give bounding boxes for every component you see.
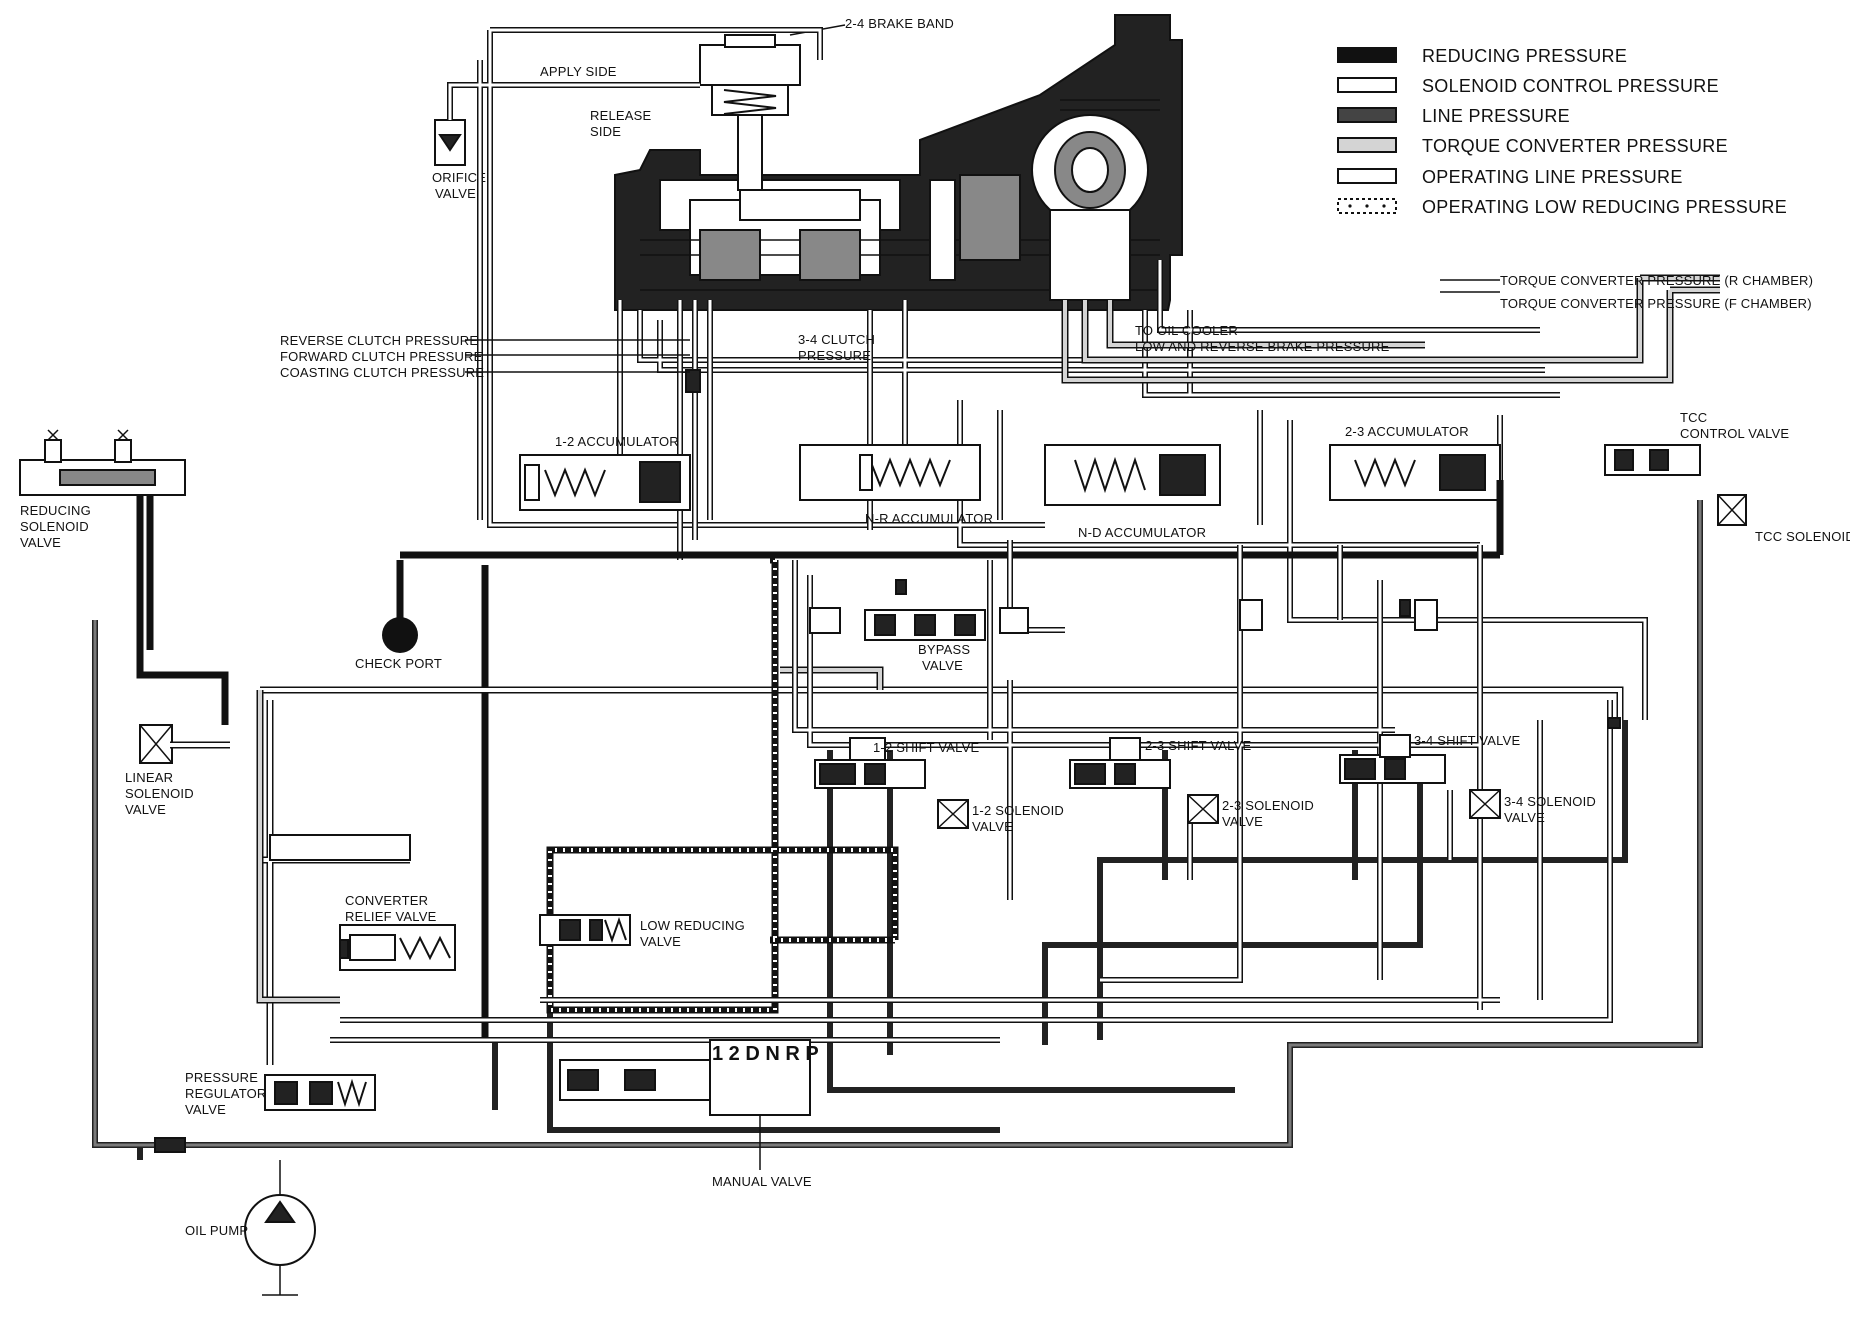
label-oil-cooler: TO OIL COOLER: [1135, 323, 1238, 338]
tcc-solenoid-valve: [1717, 494, 1747, 526]
tcc-control-valve: [1604, 444, 1701, 476]
legend-swatch-reducing: [1337, 47, 1397, 63]
legend-swatch-torque: [1337, 137, 1397, 153]
reducing-solenoid-valve: [19, 429, 186, 496]
label-tcc-solenoid: TCC SOLENOID VALVE: [1755, 529, 1850, 544]
bypass-valve: [809, 607, 1029, 641]
label-apply-side: APPLY SIDE: [540, 64, 617, 79]
label-bypass-1: BYPASS: [918, 642, 970, 657]
label-low-reverse: LOW AND REVERSE BRAKE PRESSURE: [1135, 339, 1390, 354]
label-release-side-1: RELEASE: [590, 108, 652, 123]
label-bypass-2: VALVE: [922, 658, 963, 673]
label-converter-1: CONVERTER: [345, 893, 428, 908]
label-converter-2: RELIEF VALVE: [345, 909, 437, 924]
label-pressure-reg-2: REGULATOR: [185, 1086, 267, 1101]
legend: REDUCING PRESSURE SOLENOID CONTROL PRESS…: [1337, 46, 1787, 217]
accumulator-nr: [799, 444, 981, 501]
label-reverse-clutch: REVERSE CLUTCH PRESSURE: [280, 333, 478, 348]
label-tc-f: TORQUE CONVERTER PRESSURE (F CHAMBER): [1500, 296, 1812, 311]
legend-label-torque: TORQUE CONVERTER PRESSURE: [1422, 136, 1728, 156]
legend-label-operating-low: OPERATING LOW REDUCING PRESSURE: [1422, 197, 1787, 217]
label-sol34-1: 3-4 SOLENOID: [1504, 794, 1596, 809]
torque-converter-lines: [1061, 274, 1720, 384]
label-acc12: 1-2 ACCUMULATOR: [555, 434, 679, 449]
label-orifice-1: ORIFICE: [432, 170, 486, 185]
label-acc-nr: N-R ACCUMULATOR: [865, 511, 993, 526]
label-release-side-2: SIDE: [590, 124, 621, 139]
label-check-port: CHECK PORT: [355, 656, 442, 671]
label-coasting-clutch: COASTING CLUTCH PRESSURE: [280, 365, 484, 380]
label-linear-1: LINEAR: [125, 770, 173, 785]
legend-swatch-solenoid: [1337, 77, 1397, 93]
label-linear-2: SOLENOID: [125, 786, 194, 801]
label-sol23-1: 2-3 SOLENOID: [1222, 798, 1314, 813]
label-low-reducing-2: VALVE: [640, 934, 681, 949]
low-reducing-valve: [539, 914, 631, 946]
legend-swatch-line: [1337, 107, 1397, 123]
label-shift34: 3-4 SHIFT VALVE: [1414, 733, 1520, 748]
legend-label-operating-line: OPERATING LINE PRESSURE: [1422, 167, 1683, 187]
label-low-reducing-1: LOW REDUCING: [640, 918, 745, 933]
shift-valve-23: [1069, 737, 1171, 789]
label-orifice-2: VALVE: [435, 186, 476, 201]
label-shift23: 2-3 SHIFT VALVE: [1145, 738, 1251, 753]
linear-solenoid-valve: [139, 724, 173, 764]
label-clutch34-1: 3-4 CLUTCH: [798, 332, 875, 347]
solenoid-valve-34: [1469, 789, 1501, 819]
shift-valve-34: [1339, 734, 1446, 784]
converter-relief-valve: [339, 924, 456, 971]
legend-label-solenoid: SOLENOID CONTROL PRESSURE: [1422, 76, 1719, 96]
clutch-pressure-lines: [677, 300, 873, 560]
label-manual-valve: MANUAL VALVE: [712, 1174, 812, 1189]
oil-pump: [244, 1160, 316, 1296]
transmission-housing: [614, 14, 1183, 311]
solenoid-control-lines: [170, 686, 1624, 1065]
manual-valve: [559, 1039, 811, 1170]
orifice-valve: [434, 119, 466, 166]
accumulator-nd: [1044, 444, 1221, 506]
label-tcc-control-2: CONTROL VALVE: [1680, 426, 1789, 441]
label-oil-pump: OIL PUMP: [185, 1223, 248, 1238]
legend-swatch-operating-line: [1337, 168, 1397, 184]
solenoid-valve-23: [1187, 794, 1219, 824]
label-clutch34-2: PRESSURE: [798, 348, 871, 363]
label-shift12: 1-2 SHIFT VALVE: [873, 740, 979, 755]
label-tc-r: TORQUE CONVERTER PRESSURE (R CHAMBER): [1500, 273, 1813, 288]
label-manual-positions: 1 2 D N R P: [712, 1043, 819, 1065]
label-sol12-2: VALVE: [972, 819, 1013, 834]
label-acc-nd: N-D ACCUMULATOR: [1078, 525, 1206, 540]
label-brake-band: 2-4 BRAKE BAND: [845, 16, 954, 31]
line-pressure-lines: [92, 500, 1703, 1160]
label-reducing-sol-1: REDUCING: [20, 503, 91, 518]
brake-band-servo: [699, 34, 801, 191]
reducing-pressure-lines: [136, 480, 1504, 1040]
legend-label-reducing: REDUCING PRESSURE: [1422, 46, 1627, 66]
legend-label-line: LINE PRESSURE: [1422, 106, 1570, 126]
label-sol12-1: 1-2 SOLENOID: [972, 803, 1064, 818]
operating-line-network: [447, 27, 1648, 720]
label-reducing-sol-2: SOLENOID: [20, 519, 89, 534]
label-pressure-reg-1: PRESSURE: [185, 1070, 258, 1085]
accumulator-23: [1329, 444, 1501, 501]
label-pressure-reg-3: VALVE: [185, 1102, 226, 1117]
accumulator-12: [519, 454, 691, 511]
label-sol34-2: VALVE: [1504, 810, 1545, 825]
label-linear-3: VALVE: [125, 802, 166, 817]
check-port-icon: [382, 617, 418, 653]
label-forward-clutch: FORWARD CLUTCH PRESSURE: [280, 349, 483, 364]
label-tcc-control-1: TCC: [1680, 410, 1707, 425]
shift-valve-12: [814, 737, 926, 789]
solenoid-valve-12: [937, 799, 969, 829]
label-sol23-2: VALVE: [1222, 814, 1263, 829]
label-reducing-sol-3: VALVE: [20, 535, 61, 550]
pressure-regulator-valve: [264, 1074, 376, 1111]
check-valves-row: [895, 579, 1621, 729]
label-acc23: 2-3 ACCUMULATOR: [1345, 424, 1469, 439]
